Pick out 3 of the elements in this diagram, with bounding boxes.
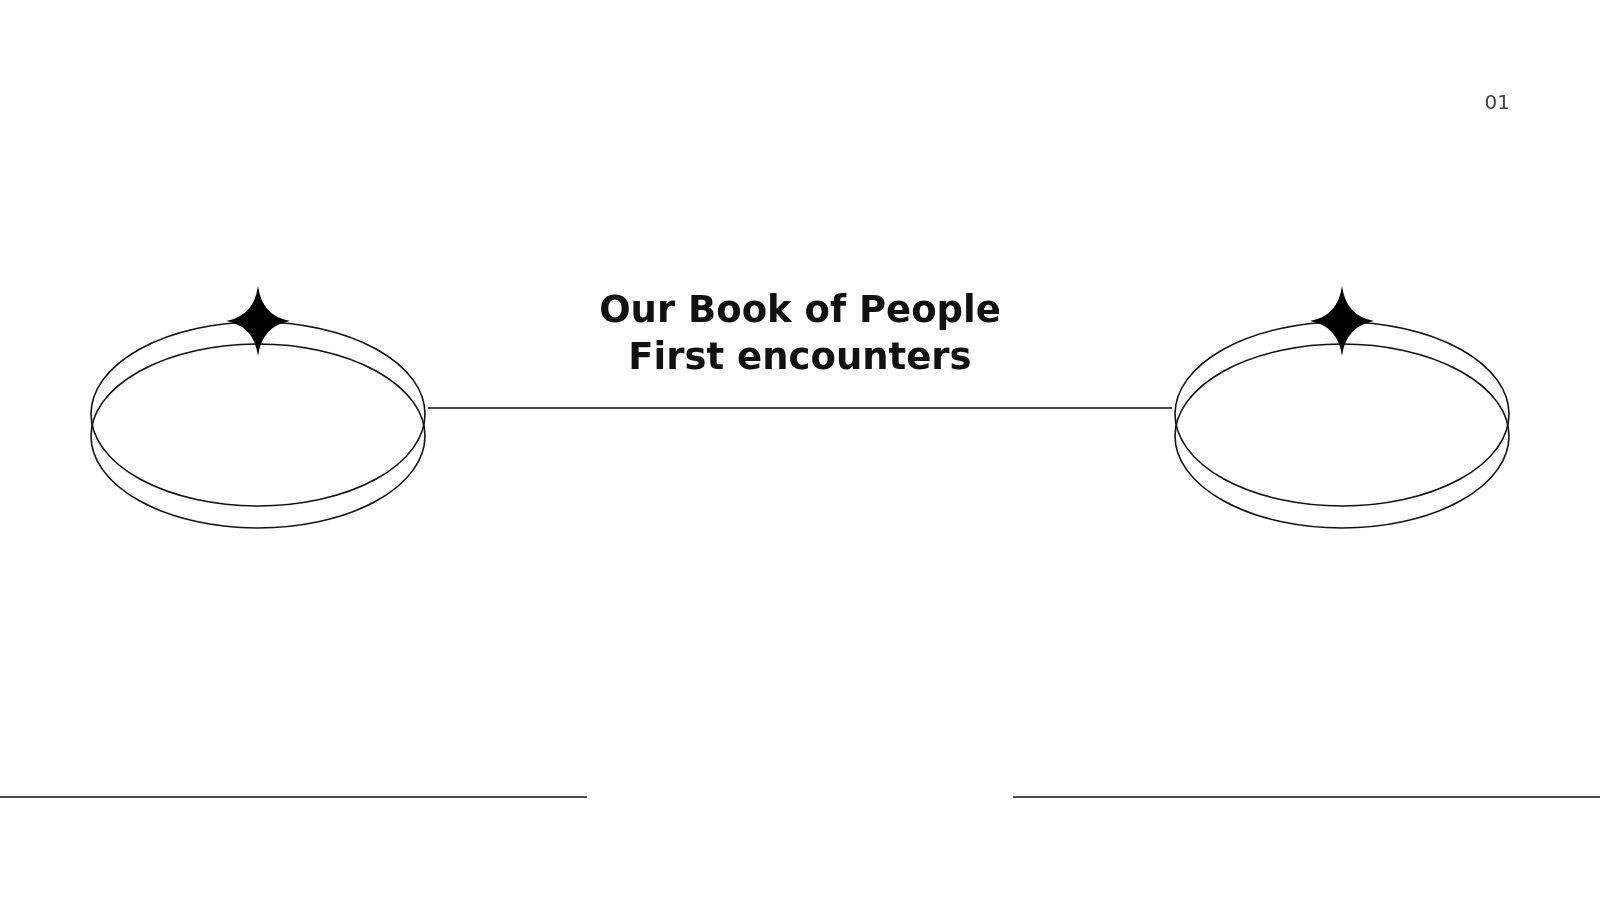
connector-line — [427, 407, 1173, 409]
page-number: 01 — [1484, 90, 1510, 114]
title: Our Book of People First encounters — [598, 287, 1002, 380]
